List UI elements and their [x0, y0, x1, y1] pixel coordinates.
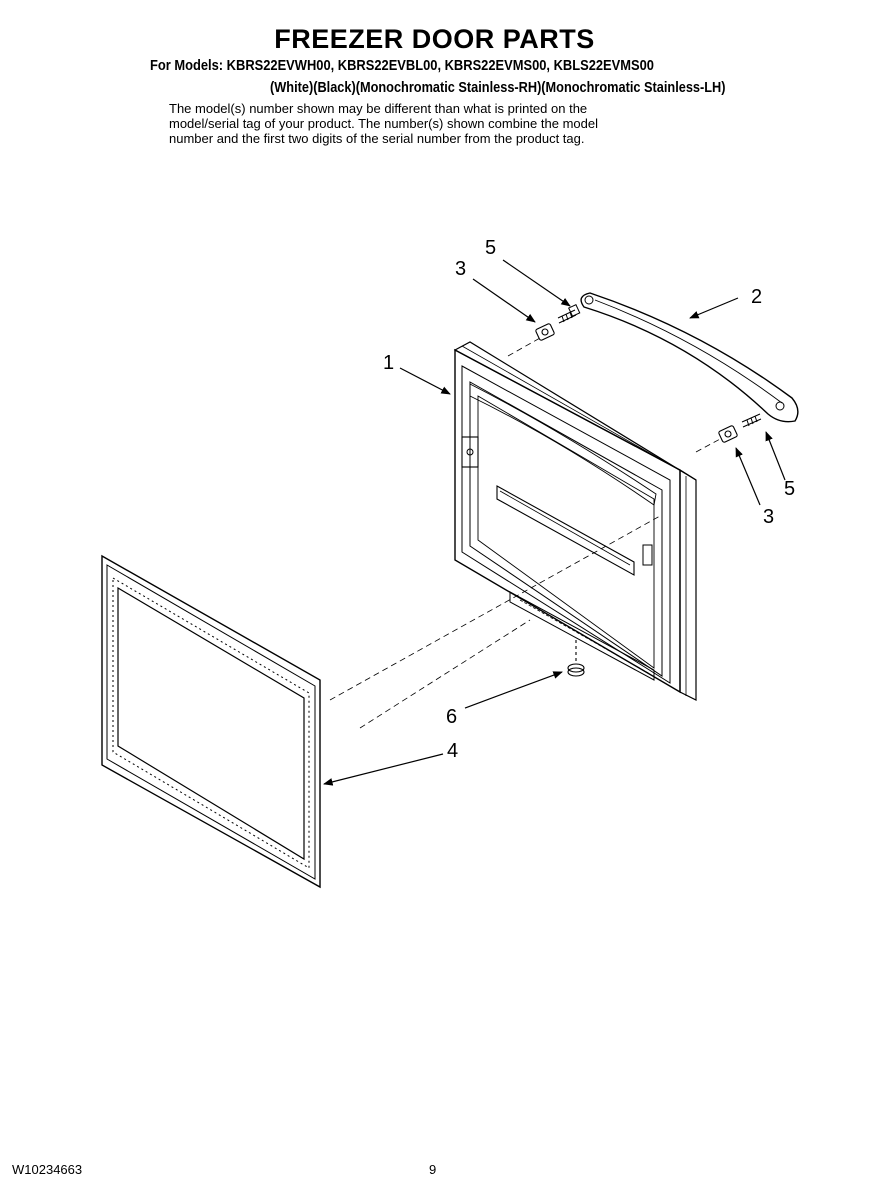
callout-2: 2 [751, 286, 762, 308]
upper-handle-stud [535, 323, 555, 341]
callout-1: 1 [383, 352, 394, 374]
document-code: W10234663 [12, 1162, 83, 1177]
variants-line: (White)(Black)(Monochromatic Stainless-R… [270, 79, 726, 96]
freezer-door [453, 341, 697, 701]
models-line: For Models: KBRS22EVWH00, KBRS22EVBL00, … [150, 57, 654, 74]
door-bumper [567, 640, 585, 677]
callout-5: 5 [784, 478, 795, 500]
lower-handle-screw [741, 413, 762, 428]
model-note-line: The model(s) number shown may be differe… [169, 101, 588, 116]
page-title: FREEZER DOOR PARTS [274, 24, 595, 54]
callout-4: 4 [447, 740, 458, 762]
callout-6: 6 [446, 706, 457, 728]
model-note: The model(s) number shown may be differe… [169, 101, 729, 146]
lower-handle-stud [718, 425, 738, 443]
page-number: 9 [429, 1162, 437, 1177]
leader-lines [323, 259, 786, 786]
model-note-line: model/serial tag of your product. The nu… [169, 116, 598, 131]
door-handle [580, 292, 799, 423]
upper-handle-screw [557, 304, 581, 324]
callout-3: 3 [455, 258, 466, 280]
model-note-line: number and the first two digits of the s… [169, 131, 585, 146]
callout-3: 3 [763, 506, 774, 528]
callout-5: 5 [485, 237, 496, 259]
door-gasket [101, 554, 321, 889]
assembly-lines [329, 337, 723, 729]
